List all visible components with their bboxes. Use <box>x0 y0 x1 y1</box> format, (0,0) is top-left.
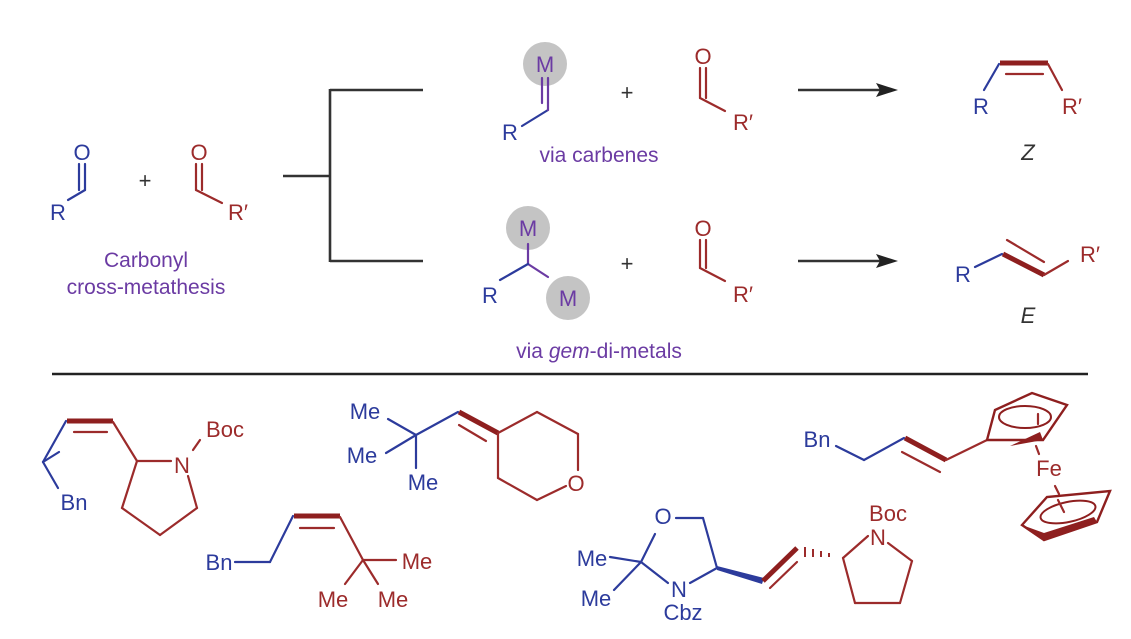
nitrogen-label: N <box>870 525 886 550</box>
plus-sign: + <box>621 80 634 105</box>
r-prime-label: R′ <box>733 110 753 135</box>
caption-via-gem-di-metals: via gem-di-metals <box>516 340 682 363</box>
gem-dimetal: M M R <box>482 206 590 320</box>
aldehyde-r-prime: O R′ <box>190 140 248 225</box>
oxygen-label: O <box>190 140 207 165</box>
r-label: R <box>955 262 971 287</box>
plus-sign: + <box>139 168 152 193</box>
me-label: Me <box>347 443 378 468</box>
caption-carbonyl: Carbonyl <box>104 249 188 272</box>
r-label: R <box>50 200 66 225</box>
oxygen-label: O <box>694 216 711 241</box>
r-prime-label: R′ <box>228 200 248 225</box>
z-alkene-product: R R′ Z <box>973 60 1082 165</box>
me-label: Me <box>577 546 608 571</box>
bn-label: Bn <box>206 550 233 575</box>
cyclopentadienyl-ring-top <box>985 391 1069 446</box>
metal-label-top: M <box>519 216 537 241</box>
r-prime-label: R′ <box>1062 94 1082 119</box>
bn-label: Bn <box>804 427 831 452</box>
metal-carbene: M R <box>502 42 567 145</box>
boc-label: Boc <box>869 501 907 526</box>
aldehyde-r-prime-bottom: O R′ <box>694 216 753 307</box>
aldehyde-r: O R <box>50 140 91 225</box>
r-label: R <box>973 94 989 119</box>
caption-via-carbenes: via carbenes <box>539 144 658 167</box>
oxygen-label: O <box>694 44 711 69</box>
me-label: Me <box>378 587 409 612</box>
me-label: Me <box>408 470 439 495</box>
example-e-alkene-ferrocene: Bn Fe <box>804 391 1112 542</box>
r-label: R <box>482 283 498 308</box>
metal-highlight <box>523 42 567 86</box>
cyclopentadienyl-ring-bottom <box>1020 489 1112 542</box>
iron-label: Fe <box>1036 456 1062 481</box>
me-label: Me <box>318 587 349 612</box>
metal-highlight-bottom <box>546 276 590 320</box>
arrow-head-icon <box>876 83 898 97</box>
oxygen-label: O <box>567 471 584 496</box>
branch-bracket <box>283 88 423 263</box>
metal-label: M <box>536 52 554 77</box>
example-oxazolidine-pyrrolidine: O Me Me N Cbz N Boc <box>577 501 914 625</box>
e-alkene-product: R R′ E <box>955 238 1100 328</box>
arrow-head-icon <box>876 254 898 268</box>
nitrogen-label: N <box>174 453 190 478</box>
bn-label: Bn <box>61 490 88 515</box>
geometry-label-e: E <box>1021 303 1036 328</box>
caption-cross-metathesis: cross-metathesis <box>67 276 226 299</box>
oxygen-label: O <box>654 504 671 529</box>
hashed-bond <box>804 547 830 557</box>
reaction-arrow-bottom[interactable] <box>798 254 898 268</box>
example-z-alkene-tert-butyl: Bn Me Me Me <box>206 513 433 612</box>
me-label: Me <box>581 586 612 611</box>
r-prime-label: R′ <box>1080 242 1100 267</box>
metal-highlight-top <box>506 206 550 250</box>
nitrogen-label: N <box>671 577 687 602</box>
me-label: Me <box>402 549 433 574</box>
example-z-alkene-boc-pyrrolidine: N Boc Bn <box>41 417 244 537</box>
r-label: R <box>502 120 518 145</box>
cbz-label: Cbz <box>663 600 702 625</box>
boc-label: Boc <box>206 417 244 442</box>
reaction-arrow-top[interactable] <box>798 83 898 97</box>
geometry-label-z: Z <box>1020 140 1036 165</box>
plus-sign: + <box>621 251 634 276</box>
example-tetrahydropyran-alkene: Me Me Me O <box>347 399 585 502</box>
me-label: Me <box>350 399 381 424</box>
wedge-bond <box>717 566 764 584</box>
oxygen-label: O <box>73 140 90 165</box>
aldehyde-r-prime-top: O R′ <box>694 44 753 135</box>
r-prime-label: R′ <box>733 282 753 307</box>
metal-label-bottom: M <box>559 286 577 311</box>
